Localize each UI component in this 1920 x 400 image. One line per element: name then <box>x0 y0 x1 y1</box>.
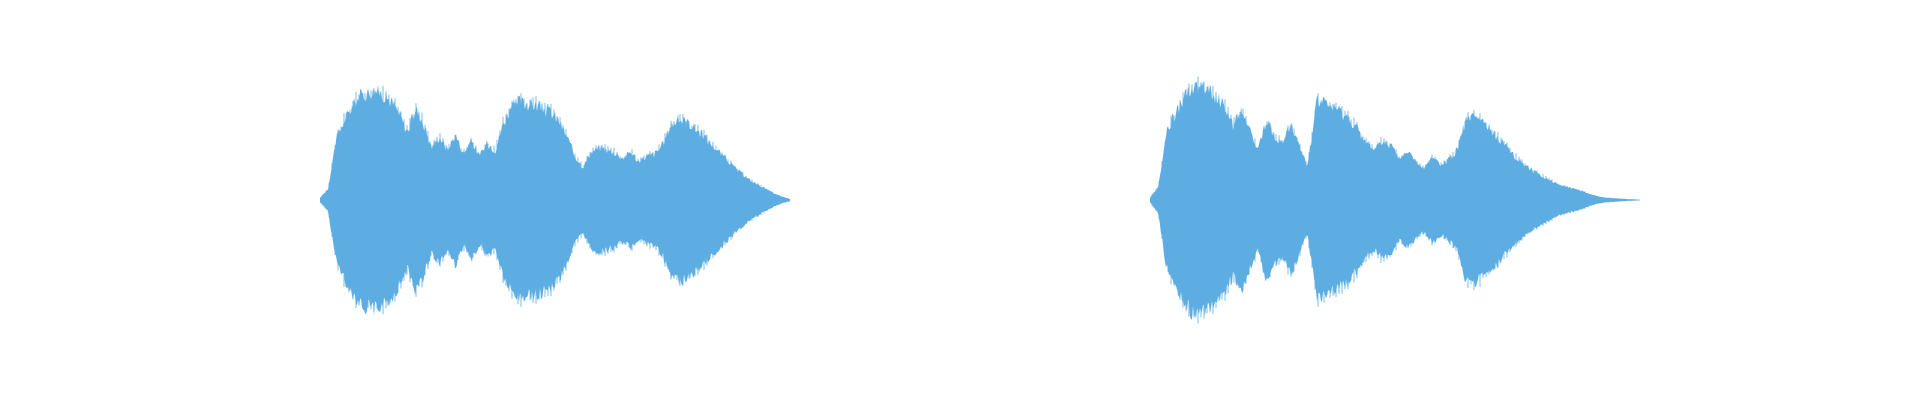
audio-waveform <box>1150 0 1640 400</box>
audio-waveform <box>320 0 790 400</box>
waveform-svg <box>320 84 790 316</box>
waveform-shape <box>320 84 790 316</box>
waveform-svg <box>1150 76 1640 324</box>
waveform-shape <box>1150 81 1640 320</box>
